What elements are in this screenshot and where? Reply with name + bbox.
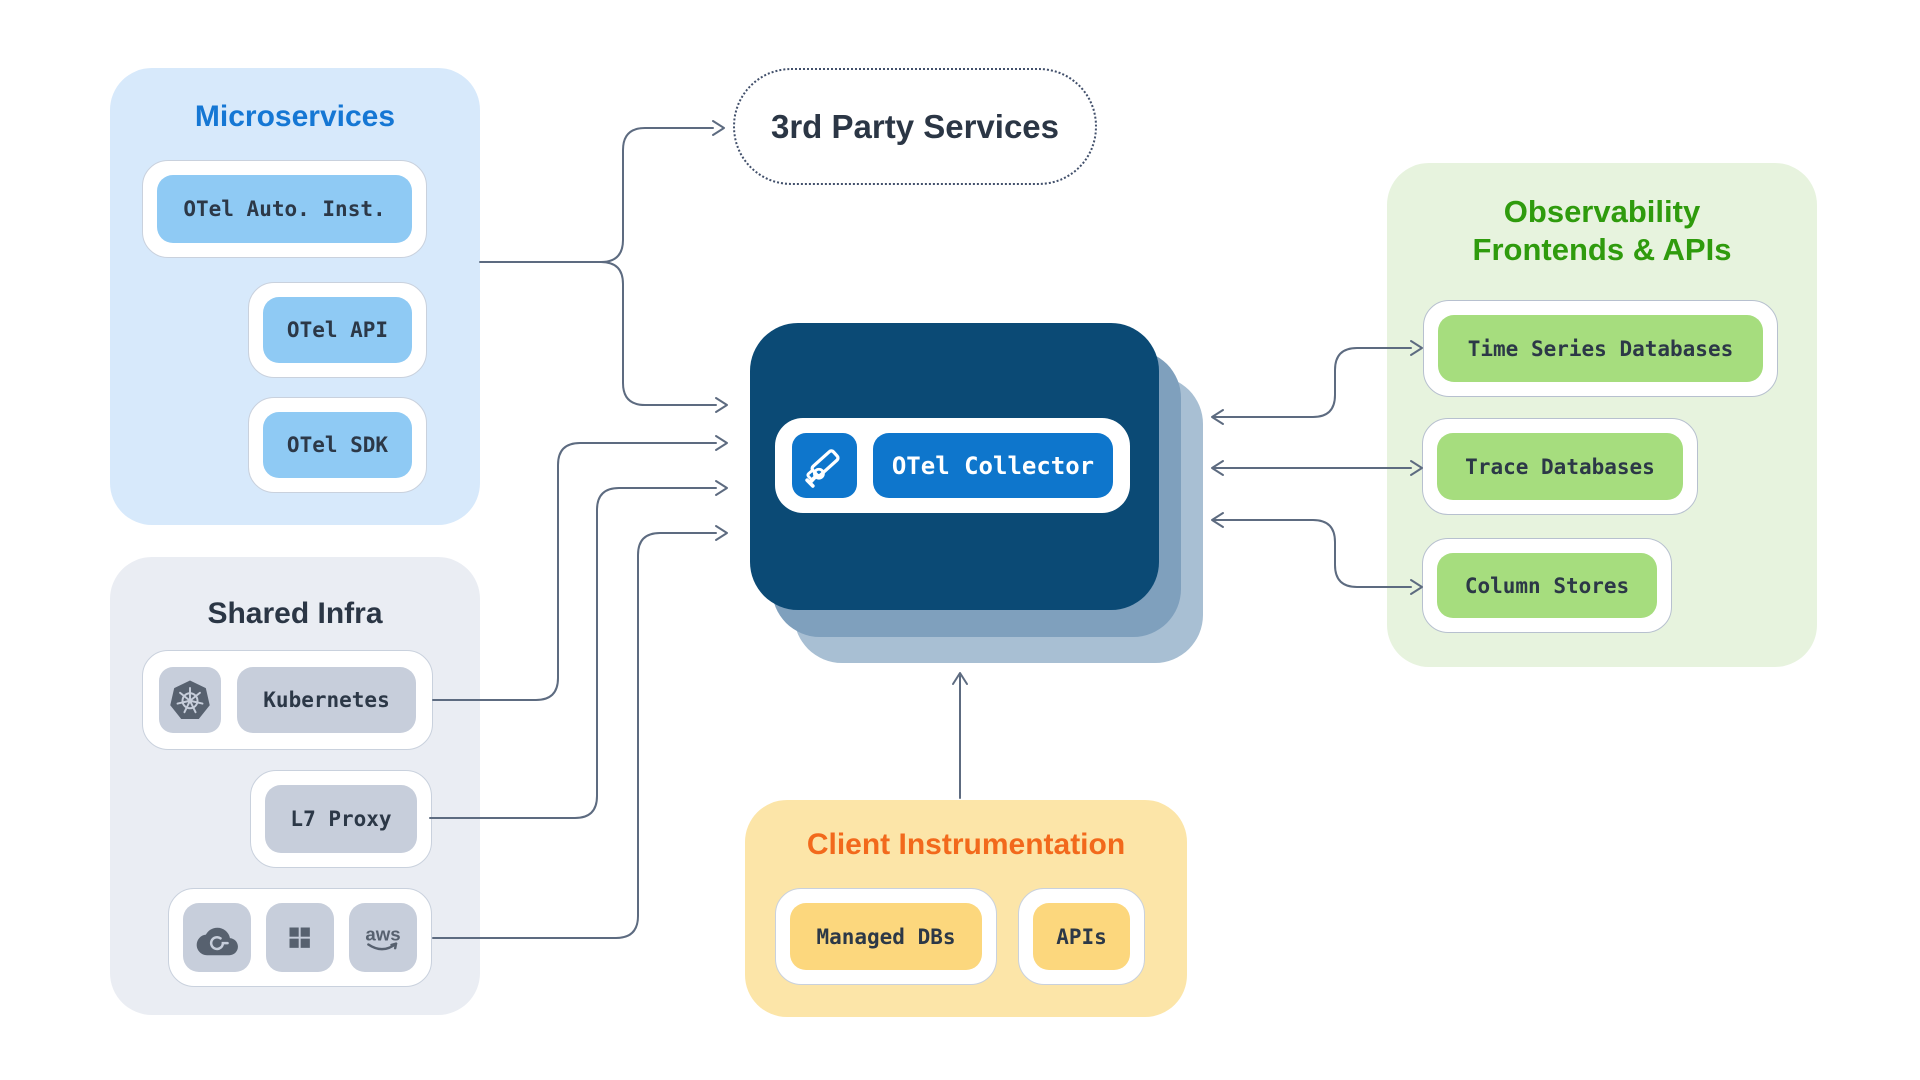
observability-title-line1: Observability [1503,194,1701,229]
shared-infra-title: Shared Infra [207,597,383,630]
aws-logo-text: aws [365,923,400,944]
trace-databases-label: Trace Databases [1437,433,1683,500]
observability-panel: Observability Frontends & APIs Time Seri… [1387,163,1817,667]
l7-proxy-label: L7 Proxy [265,785,417,853]
node-trace-databases: Trace Databases [1422,418,1698,515]
column-stores-label: Column Stores [1437,553,1657,618]
node-otel-auto-inst: OTel Auto. Inst. [142,160,427,258]
node-otel-api: OTel API [248,282,427,378]
time-series-databases-label: Time Series Databases [1438,315,1763,382]
microservices-title: Microservices [194,100,396,133]
google-cloud-icon [183,903,251,972]
node-column-stores: Column Stores [1422,538,1672,633]
third-party-services-label: 3rd Party Services [770,107,1060,145]
aws-icon: aws [349,903,417,972]
node-managed-dbs: Managed DBs [775,888,997,985]
node-otel-sdk: OTel SDK [248,397,427,493]
observability-title-line2: Frontends & APIs [1472,232,1732,267]
otel-collector-label: OTel Collector [873,433,1113,498]
node-cloud-providers: aws [168,888,432,987]
apis-label: APIs [1033,903,1130,970]
connector-microservices-to-third-party [479,120,725,263]
kubernetes-label: Kubernetes [237,667,416,733]
managed-dbs-label: Managed DBs [790,903,982,970]
connector-microservices-to-collector [600,261,728,413]
telescope-icon [792,433,857,498]
otel-collector-node: OTel Collector [750,323,1159,610]
otel-sdk-label: OTel SDK [263,412,412,478]
microservices-panel: Microservices OTel Auto. Inst. OTel API … [110,68,480,525]
microsoft-icon [266,903,334,972]
node-kubernetes: Kubernetes [142,650,433,750]
shared-infra-panel: Shared Infra [110,557,480,1015]
kubernetes-icon [159,667,221,733]
observability-title: Observability Frontends & APIs [1387,193,1817,269]
otel-auto-inst-label: OTel Auto. Inst. [157,175,412,243]
node-l7-proxy: L7 Proxy [250,770,432,868]
client-instrumentation-panel: Client Instrumentation Managed DBs APIs [745,800,1187,1017]
otel-api-label: OTel API [263,297,412,363]
node-time-series-databases: Time Series Databases [1423,300,1778,397]
connector-client-to-collector [952,672,968,799]
client-instrumentation-title: Client Instrumentation [806,828,1126,861]
third-party-services-node: 3rd Party Services [733,68,1097,185]
otel-collector-badge: OTel Collector [775,418,1130,513]
node-apis: APIs [1018,888,1145,985]
